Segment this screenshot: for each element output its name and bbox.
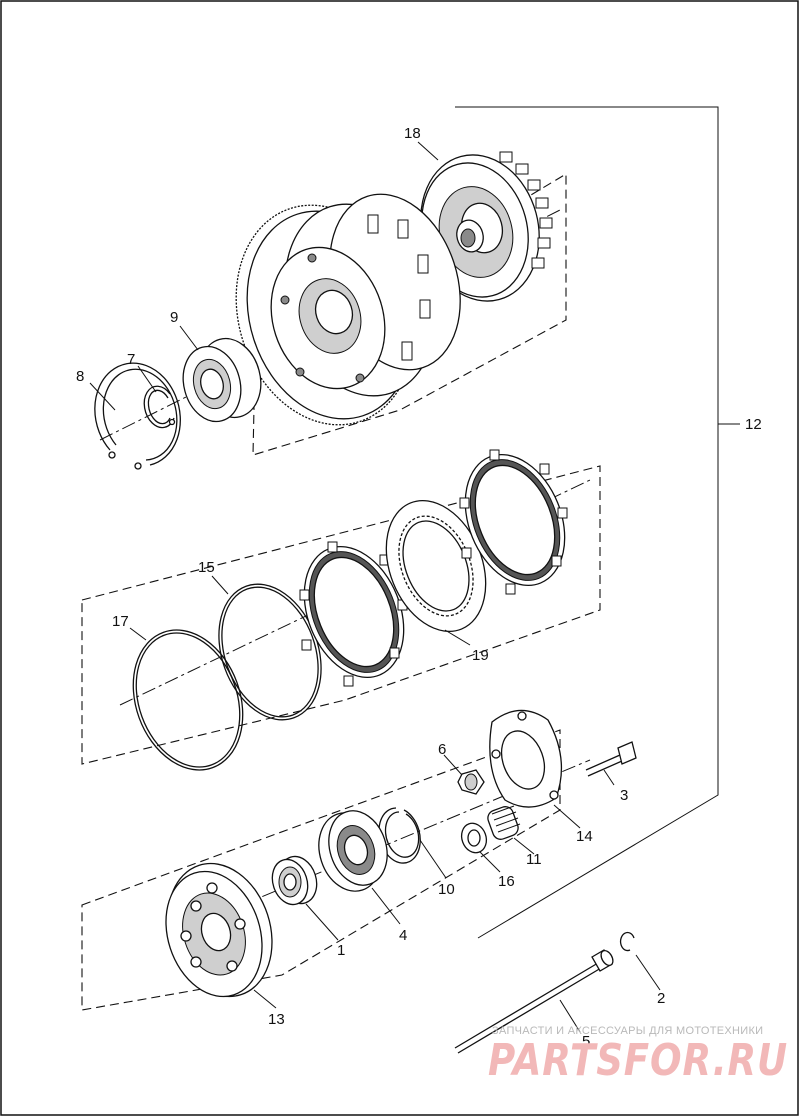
part-1-bearing [271, 855, 318, 906]
part-17-o-ring [132, 629, 244, 771]
clutch-basket-gear [235, 193, 461, 426]
part-13-pressure-plate [165, 862, 273, 998]
callout-4: 4 [399, 927, 407, 944]
friction-plates-dashed-group [81, 465, 601, 765]
leader-lines [89, 141, 661, 1033]
part-4-bearing-carrier [318, 810, 388, 892]
callout-9: 9 [170, 309, 178, 326]
callout-8: 8 [76, 368, 84, 385]
friction-plate-right [459, 449, 568, 595]
callout-18: 18 [404, 125, 421, 142]
part-16-washer [460, 822, 488, 854]
callout-16: 16 [498, 873, 515, 890]
part-14-lifter-plate [489, 709, 563, 808]
callout-1: 1 [337, 942, 345, 959]
part-5-pushrod [454, 949, 614, 1054]
callout-2: 2 [657, 990, 665, 1007]
callout-11: 11 [526, 851, 542, 868]
callout-15: 15 [198, 559, 215, 576]
callout-6: 6 [438, 741, 446, 758]
part-2-clip [619, 931, 635, 952]
callout-5: 5 [582, 1033, 590, 1050]
part-10-snap-ring [378, 807, 421, 864]
part-11-spring [487, 805, 521, 840]
callout-12: 12 [745, 416, 762, 433]
part-3-bolt [585, 741, 637, 777]
callout-19: 19 [472, 647, 489, 664]
part-9-bearing [182, 337, 262, 423]
friction-plate-left [299, 541, 408, 687]
watermark-caption: ЗАПЧАСТИ И АКСЕССУАРЫ ДЛЯ МОТОТЕХНИКИ [492, 1025, 763, 1037]
pressure-plate-dashed-group [81, 729, 561, 1011]
callout-3: 3 [620, 787, 628, 804]
assembly-bracket-12 [455, 106, 719, 939]
callout-10: 10 [438, 881, 455, 898]
callout-7: 7 [127, 351, 135, 368]
part-7-snap-ring [143, 385, 176, 429]
watermark-brand: PARTSFOR.RU [488, 1035, 788, 1086]
callout-13: 13 [268, 1011, 285, 1028]
part-8-retaining-ring [94, 362, 181, 470]
part-19-steel-plate [385, 499, 487, 633]
callout-14: 14 [576, 828, 593, 845]
callout-17: 17 [112, 613, 129, 630]
part-6-nut [457, 769, 485, 795]
